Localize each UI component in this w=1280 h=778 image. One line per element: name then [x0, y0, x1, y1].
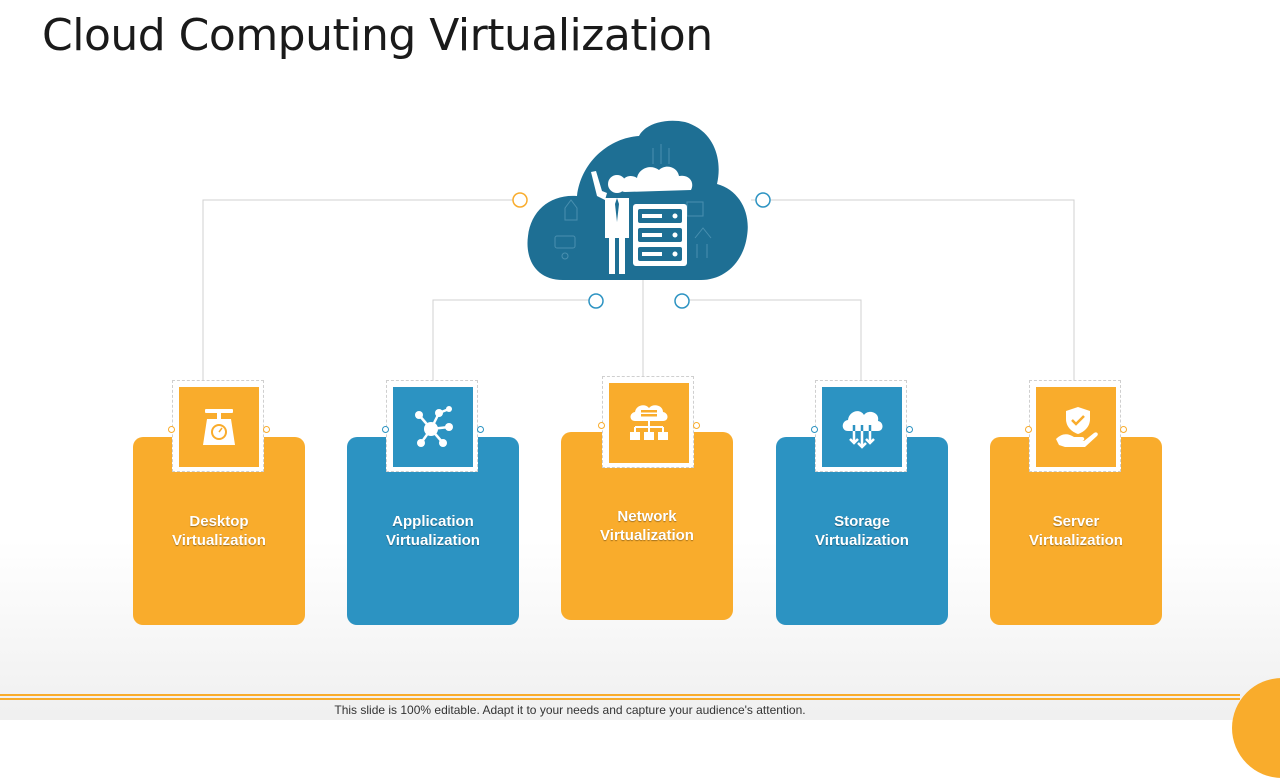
icon-frame-network — [598, 376, 700, 468]
connector-desktop — [202, 199, 525, 380]
frame-dot-left — [598, 422, 605, 429]
frame-dot-right — [693, 422, 700, 429]
molecule-network-icon — [415, 406, 453, 447]
connector-application — [432, 299, 596, 380]
frame-dot-left — [811, 426, 818, 433]
frame-dot-left — [1025, 426, 1032, 433]
frame-dot-left — [382, 426, 389, 433]
cloud-download-icon — [842, 411, 883, 449]
slide-title: Cloud Computing Virtualization — [42, 10, 713, 61]
icon-frame-storage — [811, 380, 913, 472]
connector-lines — [202, 192, 1075, 380]
connector-node-application — [588, 293, 604, 309]
frame-dot-right — [477, 426, 484, 433]
icon-frame-server — [1025, 380, 1127, 472]
cloud-businessman-server-icon — [527, 120, 748, 281]
frame-dot-left — [168, 426, 175, 433]
frame-dot-right — [906, 426, 913, 433]
card-label: Storage Virtualization — [815, 513, 909, 549]
connector-storage — [682, 299, 862, 380]
card-label: Desktop Virtualization — [172, 513, 266, 549]
icon-frame-desktop — [168, 380, 270, 472]
cloud-network-icon — [630, 405, 668, 440]
frame-dot-right — [263, 426, 270, 433]
card-label: Network Virtualization — [600, 508, 694, 544]
frame-dot-right — [1120, 426, 1127, 433]
icon-frame-application — [382, 380, 484, 472]
connector-node-desktop — [512, 192, 528, 208]
shield-hand-icon — [1056, 407, 1098, 447]
connector-server — [751, 199, 1075, 380]
footer-note: This slide is 100% editable. Adapt it to… — [334, 703, 806, 717]
footer-divider — [0, 694, 1240, 702]
connector-node-storage — [674, 293, 690, 309]
card-label: Server Virtualization — [1029, 513, 1123, 549]
card-label: Application Virtualization — [386, 513, 480, 549]
connector-node-server — [755, 192, 771, 208]
weighing-scale-icon — [203, 409, 235, 445]
